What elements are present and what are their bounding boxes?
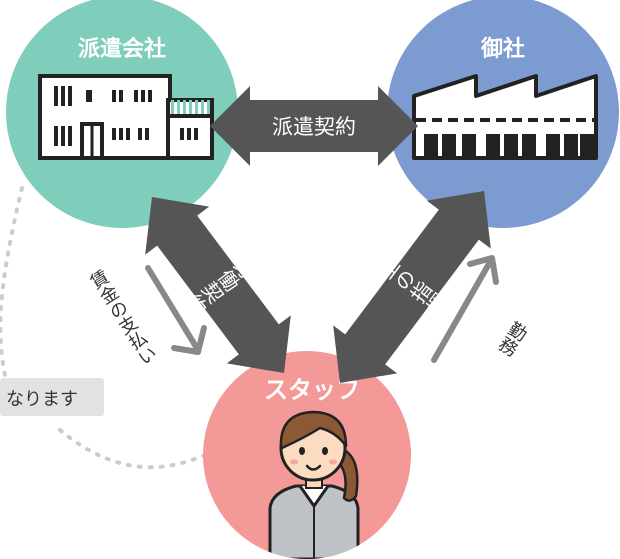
side-note-text: なります [6, 389, 78, 410]
labor-contract-arrow [145, 197, 291, 373]
side-note: なります [0, 378, 104, 416]
agency-label: 派遣会社 [78, 36, 166, 62]
work-label: 勤務 [493, 317, 530, 360]
dotted-connector-line [0, 186, 207, 470]
work-instruction-arrow [333, 191, 491, 383]
client-label: 御社 [480, 36, 525, 62]
office-building-icon [38, 74, 214, 160]
wage-payment-arrow [145, 265, 207, 355]
work-arrow [431, 255, 499, 363]
staff-woman-icon [268, 410, 360, 559]
dispatch-contract-label: 派遣契約 [272, 115, 356, 139]
dispatch-contract-arrow: 派遣契約 [210, 86, 418, 166]
factory-icon [412, 74, 598, 160]
wage-payment-label: 賃金の支払い [84, 267, 159, 370]
